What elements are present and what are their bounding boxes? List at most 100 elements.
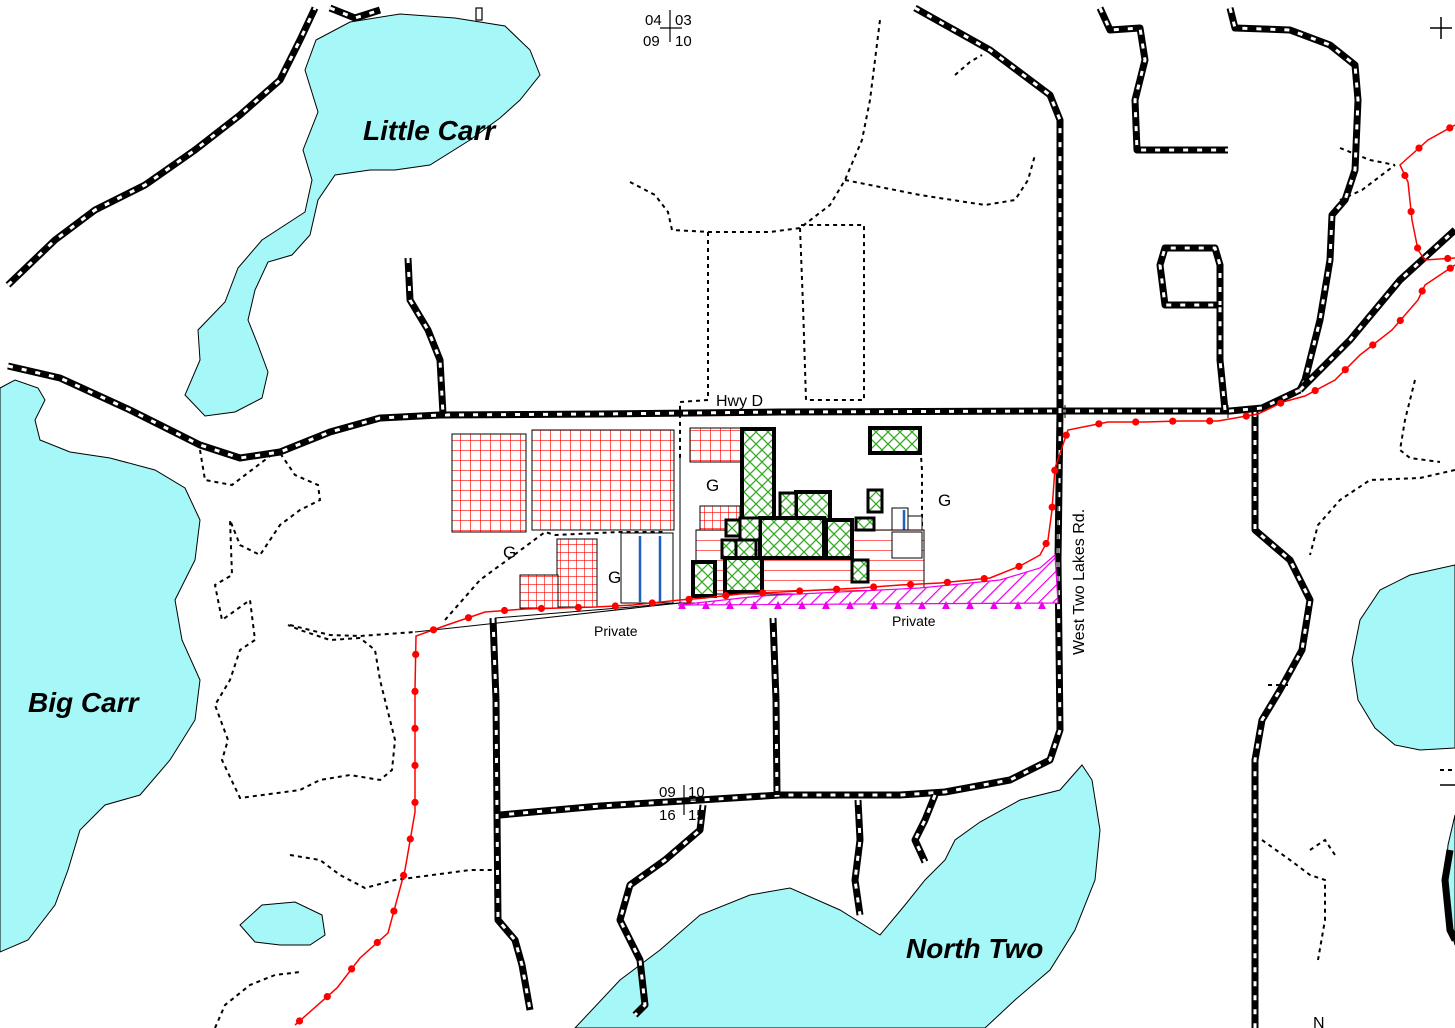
parcel-green-hatch[interactable] [854, 516, 876, 532]
trail[interactable] [629, 19, 881, 233]
red-trail-marker [685, 595, 693, 603]
section-corner-top: 04 03 09 10 [643, 10, 692, 50]
parcel-green-hatch[interactable] [778, 491, 798, 521]
red-trail-marker [1242, 412, 1250, 420]
lake-right-upper[interactable] [1351, 564, 1455, 751]
parcels-layer [451, 426, 1059, 609]
magenta-triangle-marker [990, 601, 998, 609]
parcel-green-hatch[interactable] [734, 538, 758, 560]
trail[interactable] [1339, 147, 1396, 166]
magenta-triangle-marker [774, 601, 782, 609]
svg-text:09: 09 [643, 33, 660, 50]
red-trail-line[interactable] [294, 264, 1455, 1026]
parcel-red-grid[interactable] [451, 433, 527, 533]
parcel-green-hatch[interactable] [723, 556, 764, 594]
trail[interactable] [1398, 379, 1441, 463]
trail[interactable] [954, 54, 983, 76]
red-trail-marker [400, 871, 408, 880]
parcel-green-hatch[interactable] [740, 427, 776, 523]
red-trail-marker [611, 602, 619, 610]
red-trail-marker [411, 798, 419, 807]
parcel-red-grid[interactable] [531, 429, 675, 531]
svg-text:10: 10 [675, 33, 692, 50]
parcel-white[interactable] [891, 531, 923, 559]
red-trail-marker [1396, 316, 1404, 325]
parcel-blue[interactable] [891, 507, 909, 533]
red-trail-marker [1277, 399, 1285, 407]
red-trail-marker [1062, 431, 1070, 439]
magenta-triangle-marker [894, 601, 902, 609]
zone-label-g: G [706, 476, 719, 495]
parcel-red-grid[interactable] [689, 427, 746, 463]
lake-label-big-carr: Big Carr [28, 687, 141, 718]
red-trail-marker [1369, 341, 1377, 349]
red-trail-marker [648, 599, 656, 607]
magenta-triangle-marker [942, 601, 950, 609]
trail[interactable] [1309, 469, 1455, 556]
red-trail-marker [1015, 562, 1023, 571]
lake-label-north-two: North Two [906, 933, 1043, 964]
svg-text:10: 10 [688, 784, 705, 801]
trail[interactable] [799, 224, 865, 401]
trail[interactable] [214, 971, 301, 1028]
red-trail-marker [1401, 171, 1409, 180]
parcel-magenta-hatch[interactable] [677, 553, 1059, 606]
red-trail-marker [411, 761, 419, 770]
parcel-green-hatch[interactable] [691, 560, 717, 598]
red-trail-marker [429, 626, 438, 634]
parcel-green-hatch[interactable] [850, 558, 870, 584]
parcel-green-hatch[interactable] [824, 518, 854, 560]
red-trail-marker [295, 1017, 304, 1025]
trail[interactable] [199, 448, 397, 800]
red-trail-marker [412, 650, 420, 659]
red-trail-marker [906, 580, 915, 589]
magenta-triangle-marker [870, 601, 878, 609]
magenta-triangle-marker [918, 601, 926, 609]
red-trail-marker [1414, 244, 1422, 252]
svg-text:09: 09 [659, 784, 676, 801]
parcel-green-hatch[interactable] [724, 518, 742, 538]
lake-label-little-carr: Little Carr [363, 115, 497, 146]
parcel-green-hatch[interactable] [794, 490, 832, 522]
trail[interactable] [289, 854, 500, 890]
svg-text:04: 04 [645, 12, 662, 29]
svg-text:15: 15 [688, 807, 705, 824]
magenta-triangle-marker [846, 601, 854, 609]
parcel-red-grid[interactable] [556, 538, 598, 608]
parcel-green-hatch[interactable] [866, 488, 884, 514]
lake-big-carr[interactable] [0, 379, 201, 953]
trail[interactable] [679, 232, 709, 460]
parcel-green-hatch[interactable] [758, 516, 826, 560]
red-trail-marker [796, 587, 804, 595]
red-trail-marker [1206, 417, 1214, 425]
parcel-green-hatch[interactable] [738, 516, 762, 542]
red-trail-marker [980, 575, 988, 583]
road-label-hwy-d: Hwy D [716, 393, 763, 410]
magenta-triangle-marker [822, 601, 830, 609]
trail[interactable] [1261, 839, 1326, 961]
trail[interactable] [289, 624, 416, 638]
red-trail-marker [722, 592, 730, 600]
red-trail-marker [323, 993, 331, 1001]
lake-small-left[interactable] [239, 901, 326, 946]
magenta-triangle-marker [798, 601, 806, 609]
trail[interactable] [844, 154, 1036, 207]
red-trail-marker [759, 589, 767, 597]
parcel-blue[interactable] [620, 532, 674, 604]
parcel-green-hatch[interactable] [868, 426, 922, 455]
parcel-red-grid[interactable] [519, 574, 559, 609]
red-trail-marker [411, 724, 419, 733]
compass-letter: N [1313, 1015, 1325, 1028]
red-trail-marker [1051, 466, 1059, 474]
trail[interactable] [1309, 838, 1336, 856]
magenta-triangle-marker [678, 601, 686, 609]
parcel-green-hatch[interactable] [720, 538, 738, 560]
red-trail-marker [537, 604, 546, 613]
small-square-icon [475, 7, 483, 21]
lake-north-two[interactable] [574, 764, 1101, 1028]
ownership-label-private-right: Private [892, 613, 936, 629]
lake-little-carr[interactable] [184, 13, 541, 417]
magenta-markers [678, 601, 1046, 609]
red-trail-marker [500, 606, 509, 615]
